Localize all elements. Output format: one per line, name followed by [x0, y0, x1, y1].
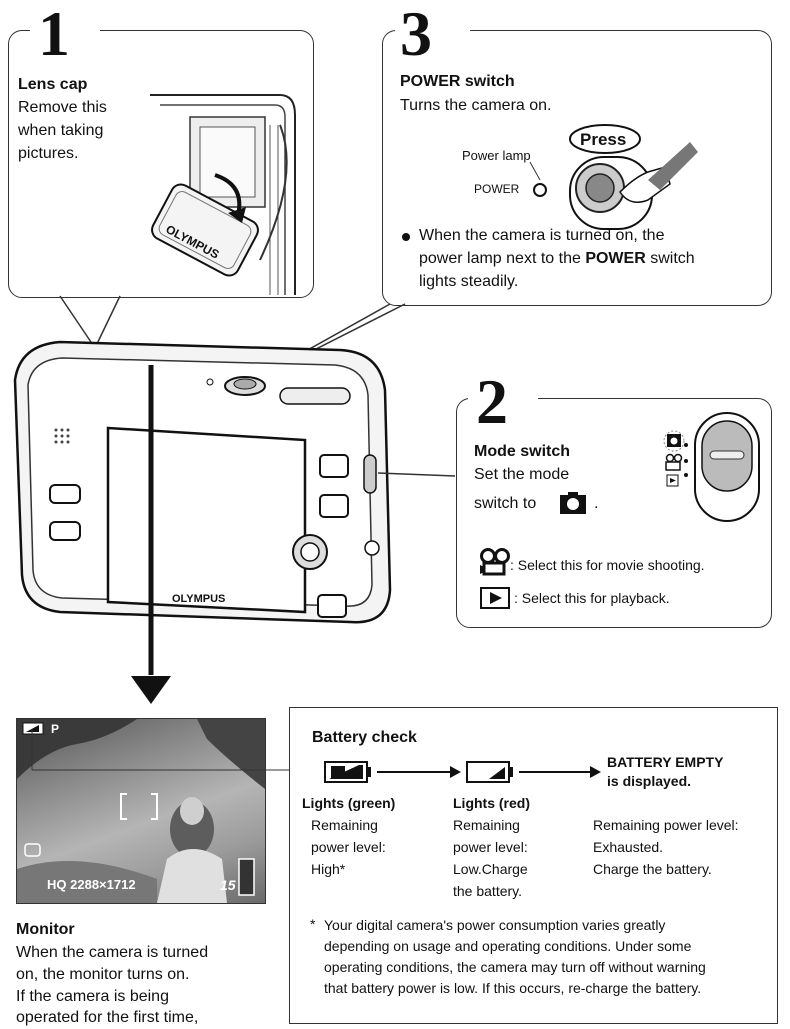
camera-illustration — [13, 295, 456, 675]
mode-indicator: P — [51, 722, 60, 736]
lens-cap-line-2: when taking — [18, 122, 104, 139]
battery-col1-line-2: power level: — [311, 839, 386, 855]
battery-note-mark: * — [310, 916, 316, 932]
mode-switch-line-2-end: . — [594, 495, 599, 512]
frames-remaining: 15 — [220, 877, 236, 893]
battery-col1-line-3: High* — [311, 861, 346, 877]
lens-cap-title: Lens cap — [18, 76, 88, 93]
step-number-3: 3 — [400, 0, 432, 69]
mode-switch-illustration — [663, 412, 760, 522]
power-switch-desc: Turns the camera on. — [400, 97, 552, 114]
monitor-preview: P HQ 2288×1712 15 — [16, 718, 266, 904]
battery-empty-line-2: is displayed. — [607, 773, 692, 789]
bullet-dot — [402, 233, 410, 241]
battery-note-line-3: operating conditions, the camera may tur… — [324, 959, 706, 975]
camera-brand: OLYMPUS — [172, 593, 226, 605]
step-number-1: 1 — [38, 0, 70, 69]
power-bullet-line-2: power lamp next to the POWER switch — [419, 250, 695, 267]
battery-note-line-4: that battery power is low. If this occur… — [324, 980, 702, 996]
battery-note-line-2: depending on usage and operating conditi… — [324, 938, 692, 954]
power-bullet-line-3: lights steadily. — [419, 273, 519, 290]
monitor-line-1: When the camera is turned — [16, 944, 209, 961]
battery-pointer-line — [31, 730, 304, 771]
step-number-2: 2 — [476, 366, 508, 437]
power-lamp-label: Power lamp — [462, 148, 531, 163]
movie-mode-desc: : Select this for movie shooting. — [510, 557, 705, 573]
playback-mode-desc: : Select this for playback. — [514, 590, 670, 606]
battery-col2-line-1: Remaining — [453, 817, 520, 833]
lens-cap-illustration — [150, 94, 296, 295]
monitor-line-2: on, the monitor turns on. — [16, 966, 190, 983]
press-label: Press — [580, 130, 627, 149]
mode-switch-line-2: switch to — [474, 495, 537, 512]
mode-switch-title: Mode switch — [474, 443, 571, 460]
battery-col2-line-3: Low.Charge — [453, 861, 528, 877]
battery-col2-head: Lights (red) — [453, 795, 530, 811]
monitor-line-4: operated for the first time, — [16, 1009, 199, 1026]
battery-col2-line-2: power level: — [453, 839, 528, 855]
lens-cap-line-3: pictures. — [18, 145, 79, 162]
power-button-illustration — [529, 124, 698, 230]
battery-col1-head: Lights (green) — [302, 795, 396, 811]
quality-readout: HQ 2288×1712 — [47, 877, 136, 892]
battery-col1-line-1: Remaining — [311, 817, 378, 833]
playback-mode-icon — [480, 587, 510, 609]
power-bullet-line-1: When the camera is turned on, the — [419, 227, 665, 244]
battery-col2-line-4: the battery. — [453, 883, 523, 899]
camera-mode-icon — [560, 492, 586, 514]
battery-col3-line-1: Remaining power level: — [593, 817, 739, 833]
down-arrow-icon — [131, 676, 171, 704]
battery-sequence-icons — [324, 761, 601, 783]
monitor-title: Monitor — [16, 921, 75, 938]
battery-col3-line-3: Charge the battery. — [593, 861, 712, 877]
monitor-line-3: If the camera is being — [16, 988, 169, 1005]
mode-switch-line-1: Set the mode — [474, 466, 570, 483]
lens-cap-line-1: Remove this — [18, 99, 107, 116]
battery-note-line-1: Your digital camera's power consumption … — [324, 917, 666, 933]
power-switch-callout — [382, 30, 772, 306]
movie-mode-icon — [480, 548, 510, 576]
power-label: POWER — [474, 182, 520, 196]
power-switch-title: POWER switch — [400, 73, 515, 90]
battery-check-title: Battery check — [312, 729, 417, 746]
battery-col3-line-2: Exhausted. — [593, 839, 664, 855]
battery-empty-line-1: BATTERY EMPTY — [607, 754, 724, 770]
